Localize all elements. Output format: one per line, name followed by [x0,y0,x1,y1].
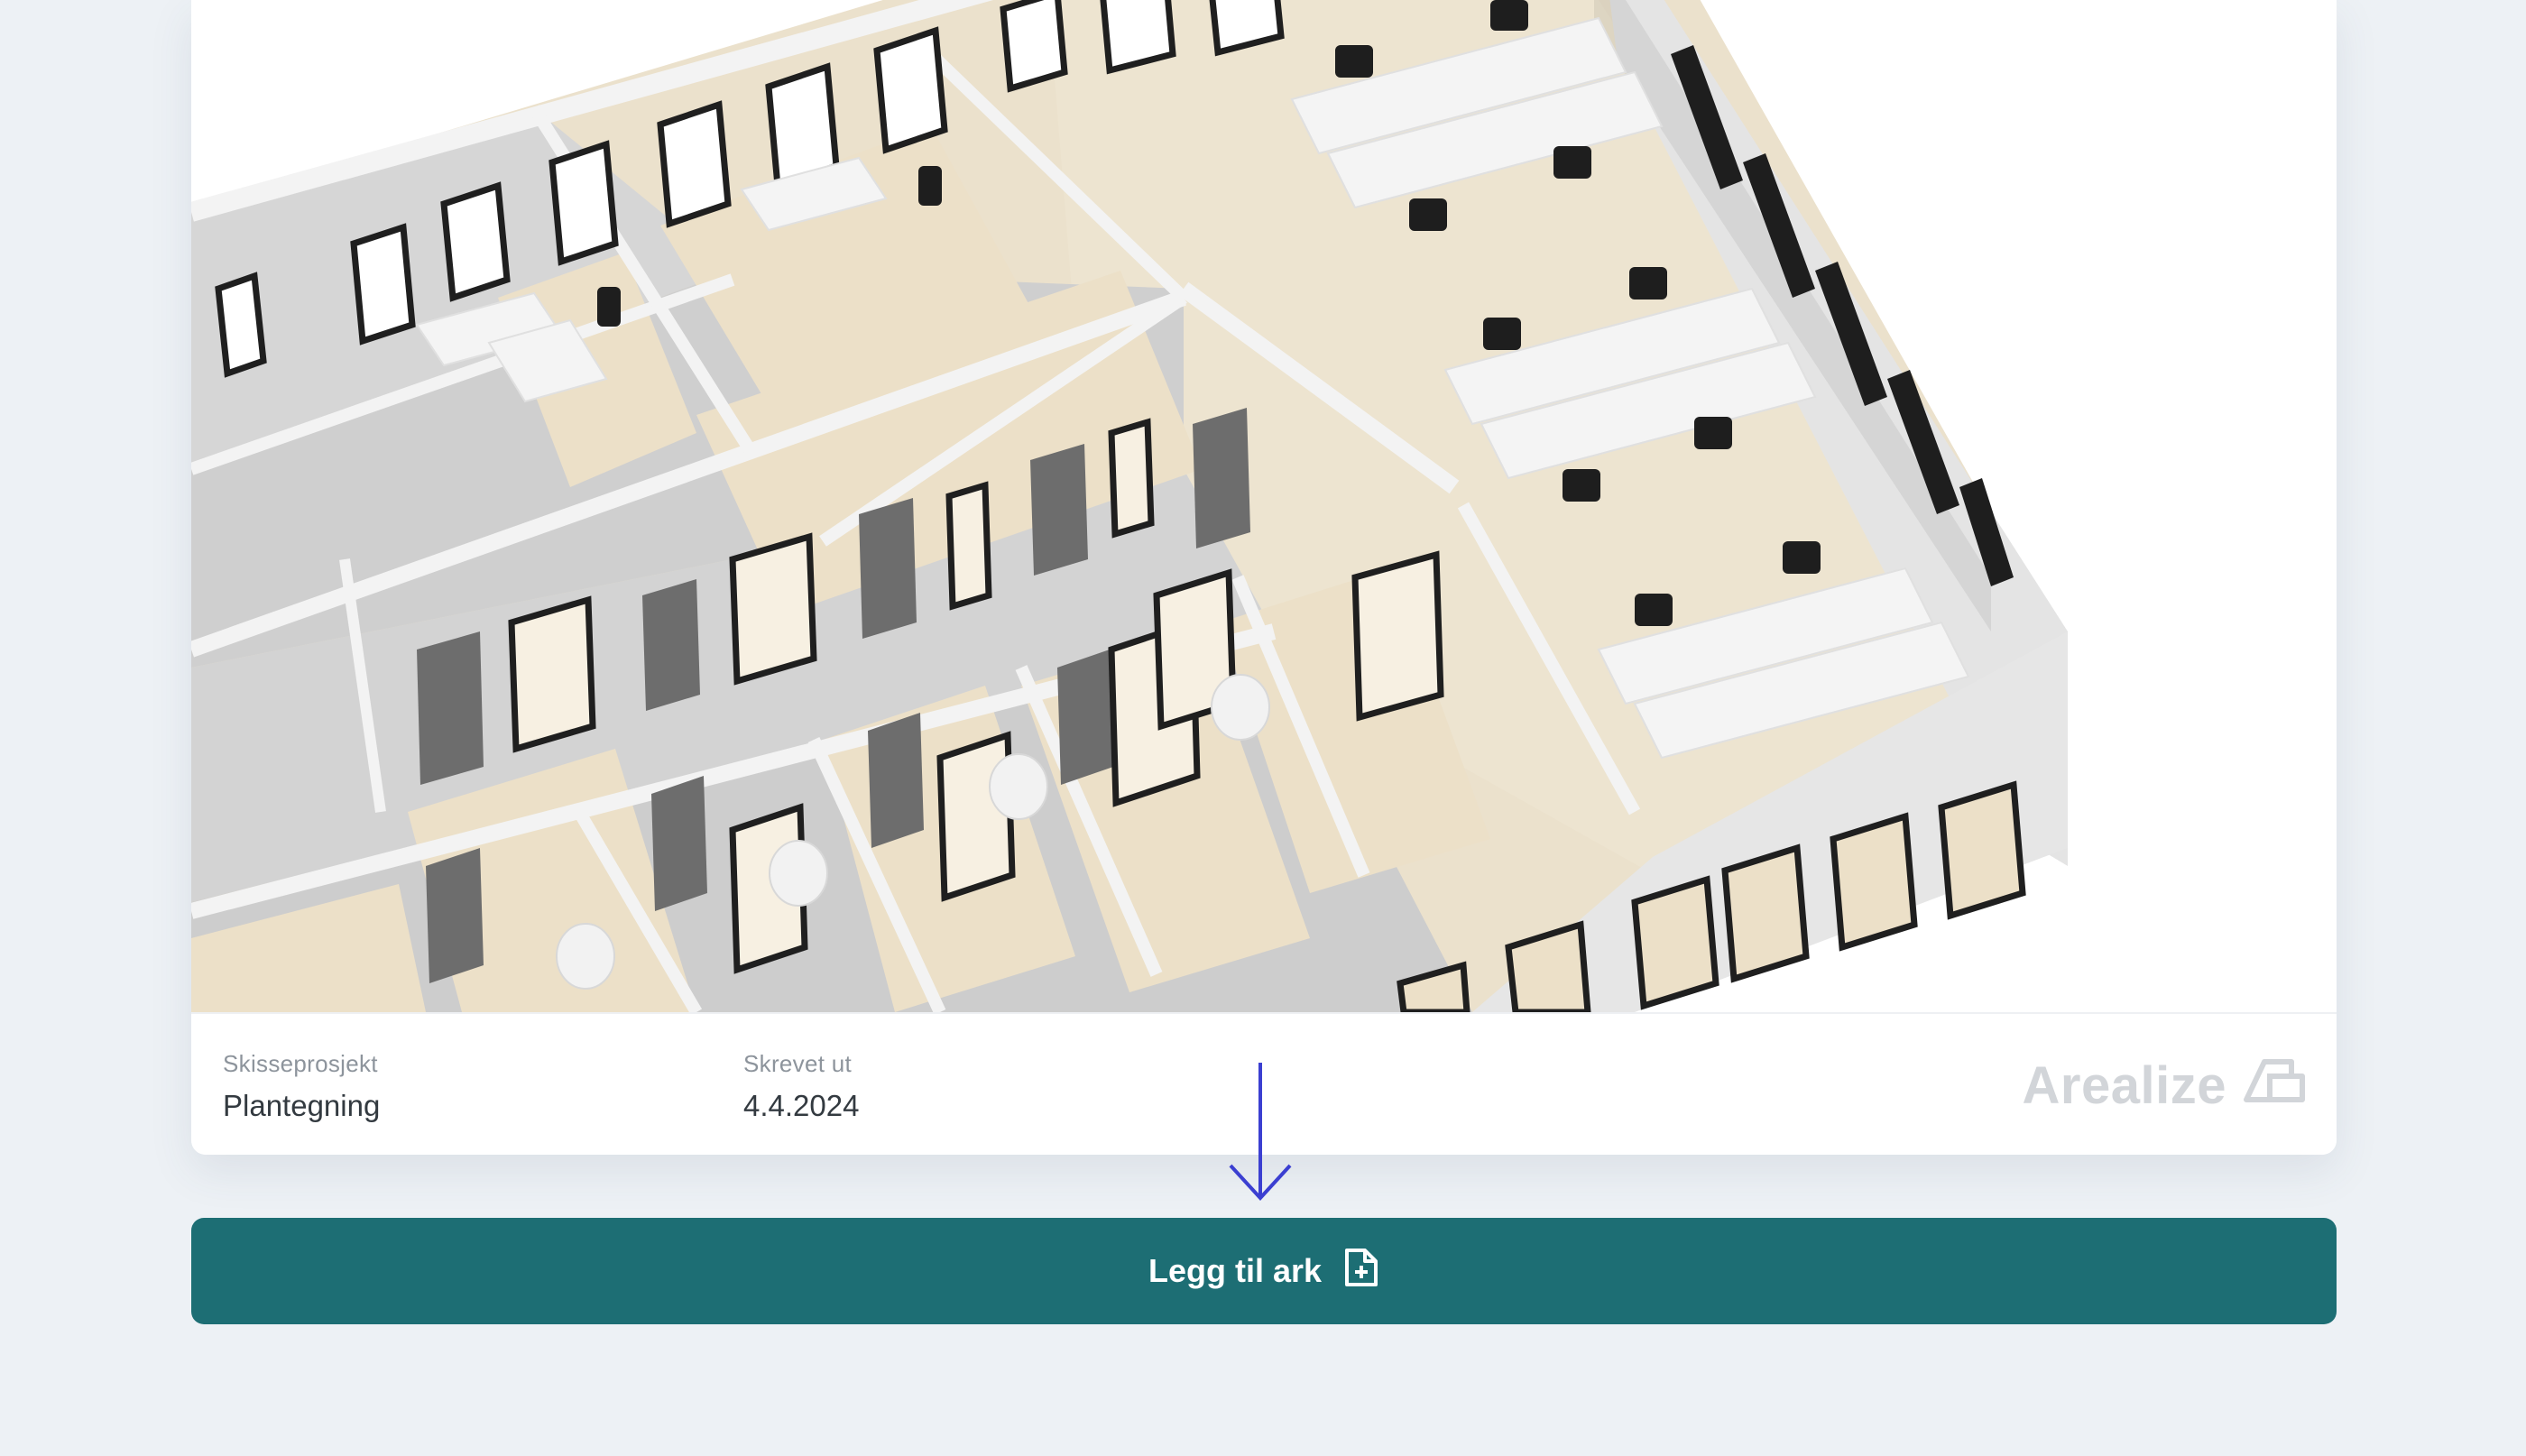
floorplan-render [191,0,2337,1012]
brand-name: Arealize [2022,1056,2226,1115]
floorplan-card: Skisseprosjekt Plantegning Skrevet ut 4.… [191,0,2337,1155]
printed-value: 4.4.2024 [743,1089,860,1122]
floorplan-image [191,0,2068,1012]
printed-label: Skrevet ut [743,1050,853,1077]
plan-metadata: Skisseprosjekt Plantegning Skrevet ut 4.… [191,1012,2337,1155]
add-to-sheet-button[interactable]: Legg til ark [191,1218,2337,1324]
down-arrow-icon [1229,1063,1292,1201]
printed-field: Skrevet ut 4.4.2024 [743,1050,859,1123]
project-value: Plantegning [223,1089,381,1122]
arealize-logo: Arealize [2023,1055,2306,1116]
project-label: Skisseprosjekt [223,1050,378,1077]
project-field: Skisseprosjekt Plantegning [223,1050,380,1123]
arealize-logo-icon [2243,1055,2306,1116]
file-plus-icon [1343,1247,1379,1296]
add-to-sheet-label: Legg til ark [1148,1252,1323,1289]
